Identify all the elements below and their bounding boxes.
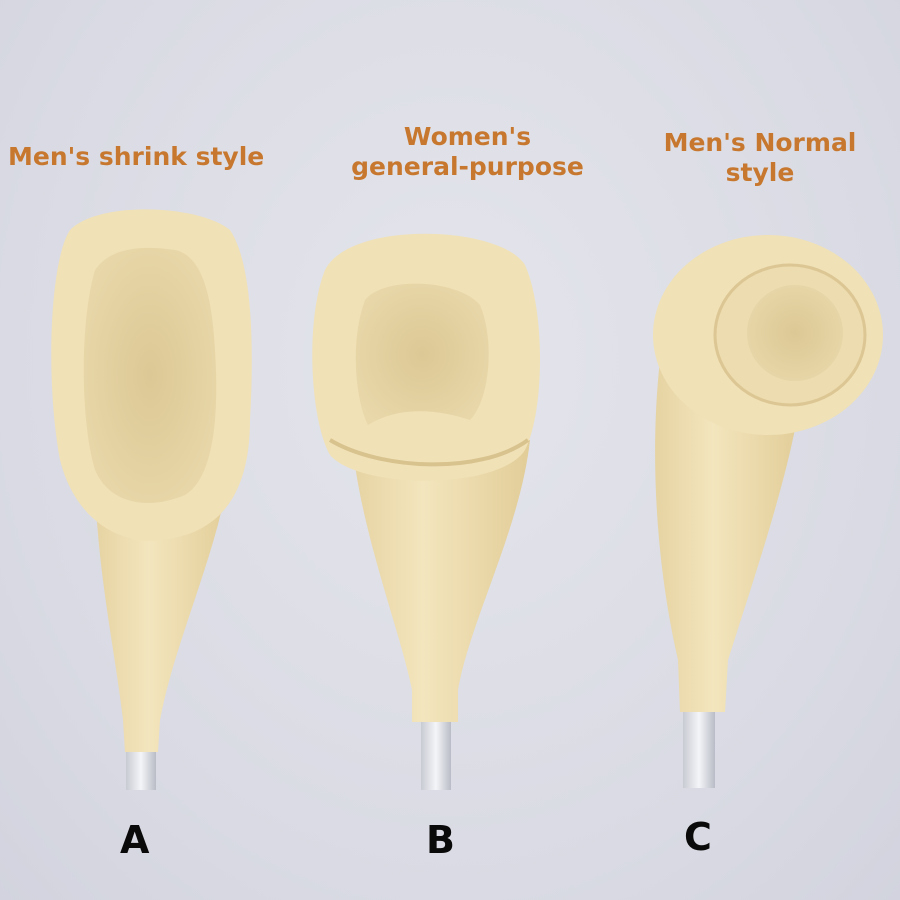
product-a-shrink-style: [51, 209, 252, 790]
label-product-a: Men's shrink style: [8, 142, 268, 172]
letter-c: C: [684, 815, 712, 859]
product-c-mens-normal-style: [653, 235, 883, 788]
label-c-line1: Men's Normal: [663, 128, 857, 157]
label-c-line2: style: [725, 158, 795, 187]
letter-a: A: [120, 818, 150, 862]
label-b-line1: Women's: [403, 122, 532, 151]
label-b-line2: general-purpose: [351, 152, 584, 181]
label-a-text: Men's shrink style: [8, 142, 265, 171]
label-product-b: Women's general-purpose: [335, 122, 600, 182]
label-product-c: Men's Normal style: [640, 128, 880, 188]
letter-b: B: [426, 818, 455, 862]
product-b-womens-general-purpose: [312, 233, 540, 790]
